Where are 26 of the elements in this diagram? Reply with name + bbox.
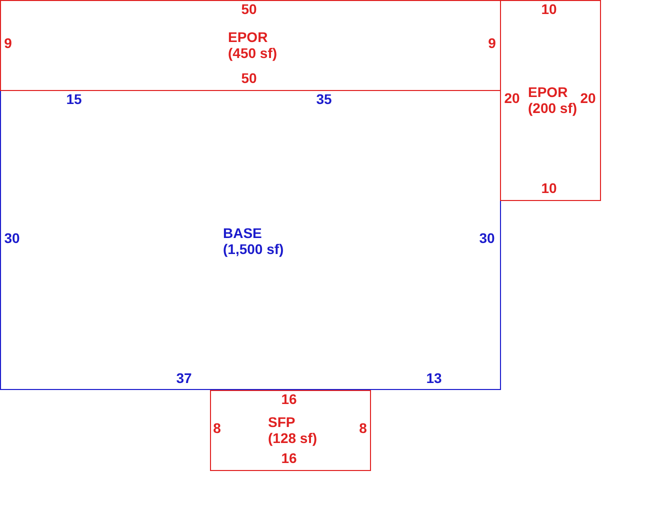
dimension-label: 10 bbox=[541, 1, 557, 17]
room-label: EPOR (200 sf) bbox=[528, 84, 578, 116]
dimension-label: 37 bbox=[176, 370, 192, 386]
dimension-label: 16 bbox=[281, 450, 297, 466]
dimension-label: 35 bbox=[316, 91, 332, 107]
dimension-label: 15 bbox=[66, 91, 82, 107]
room-label: SFP (128 sf) bbox=[268, 414, 318, 446]
room-label: EPOR (450 sf) bbox=[228, 29, 278, 61]
room-outline bbox=[500, 0, 601, 201]
dimension-label: 16 bbox=[281, 391, 297, 407]
dimension-label: 50 bbox=[241, 1, 257, 17]
dimension-label: 8 bbox=[359, 420, 367, 436]
dimension-label: 20 bbox=[580, 90, 596, 106]
dimension-label: 30 bbox=[4, 230, 20, 246]
room-outline bbox=[210, 390, 371, 471]
dimension-label: 30 bbox=[479, 230, 495, 246]
dimension-label: 50 bbox=[241, 70, 257, 86]
dimension-label: 20 bbox=[504, 90, 520, 106]
dimension-label: 10 bbox=[541, 180, 557, 196]
dimension-label: 8 bbox=[213, 420, 221, 436]
dimension-label: 9 bbox=[488, 35, 496, 51]
room-outline bbox=[0, 0, 501, 91]
dimension-label: 13 bbox=[426, 370, 442, 386]
dimension-label: 9 bbox=[4, 35, 12, 51]
room-outline bbox=[0, 90, 501, 390]
room-label: BASE (1,500 sf) bbox=[223, 225, 285, 257]
